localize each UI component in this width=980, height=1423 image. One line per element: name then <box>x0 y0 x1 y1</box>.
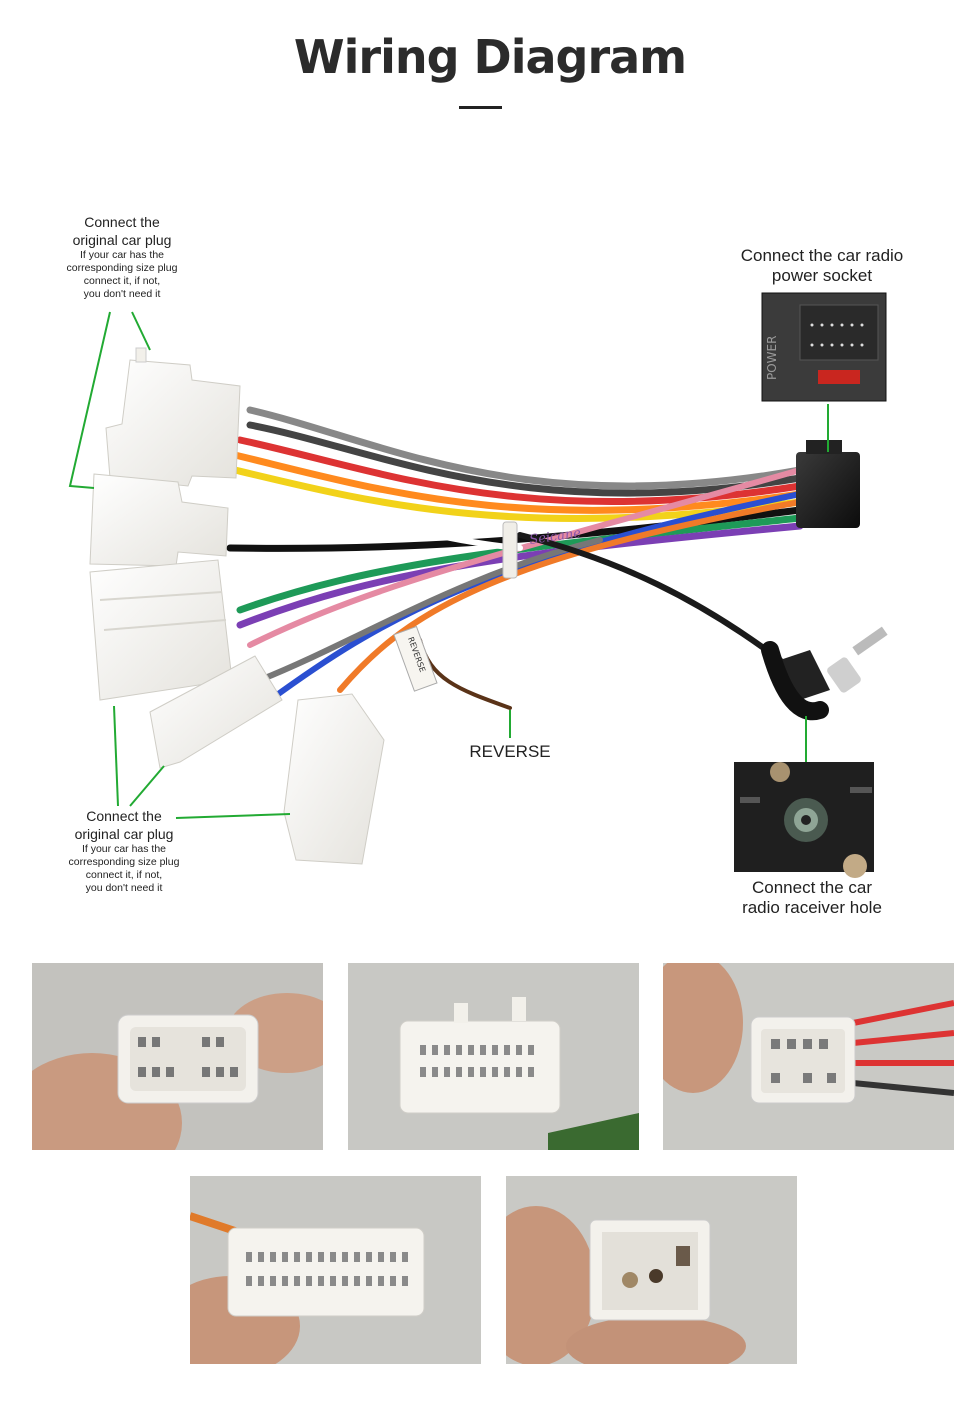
cable-tie <box>502 521 518 579</box>
leader-top-left-a <box>68 311 111 489</box>
connector-bottom-left <box>283 693 385 865</box>
leader-bottom-left-b <box>129 765 165 807</box>
svg-text:POWER: POWER <box>765 336 779 380</box>
connector-photo-4 <box>190 1176 481 1364</box>
wiring-harness-diagram: Seicane REVERSE <box>68 292 888 878</box>
connector-top-left <box>105 347 241 487</box>
receiver-hole-photo <box>734 762 874 878</box>
connector-photo-5 <box>506 1176 797 1364</box>
page-title: Wiring Diagram <box>293 30 687 84</box>
photo-3-drawing <box>663 963 954 1150</box>
label-bottom-left: Connect the original car plug If your ca… <box>68 808 180 895</box>
reverse-tag: REVERSE <box>393 625 438 692</box>
connector-small-left <box>149 655 283 769</box>
photo-4-drawing <box>190 1176 481 1364</box>
power-socket-photo: POWER <box>761 292 887 402</box>
connector-large-left <box>89 559 233 701</box>
photo-5-drawing <box>506 1176 797 1364</box>
label-top-left: Connect the original car plug If your ca… <box>66 214 178 301</box>
title-underline <box>459 106 502 109</box>
cable-brand-print: Seicane <box>528 526 582 548</box>
leader-top-left-b <box>131 311 151 351</box>
photo-2-drawing <box>348 963 639 1150</box>
connector-photo-3 <box>663 963 954 1150</box>
rca-antenna-plug <box>761 626 888 721</box>
label-receiver-hole: Connect the car radio raceiver hole <box>742 878 882 918</box>
connector-mid-left <box>89 473 229 567</box>
wire-bundle <box>226 406 804 710</box>
label-power-socket: Connect the car radio power socket <box>740 246 904 286</box>
label-reverse: REVERSE <box>469 742 551 761</box>
connector-power-plug <box>796 440 860 528</box>
leader-bottom-left-c <box>175 813 291 819</box>
leader-lines <box>68 311 829 819</box>
connector-photo-2 <box>348 963 639 1150</box>
connector-photo-1 <box>32 963 323 1150</box>
photo-1-drawing <box>32 963 323 1150</box>
leader-bottom-left-a <box>113 705 119 807</box>
